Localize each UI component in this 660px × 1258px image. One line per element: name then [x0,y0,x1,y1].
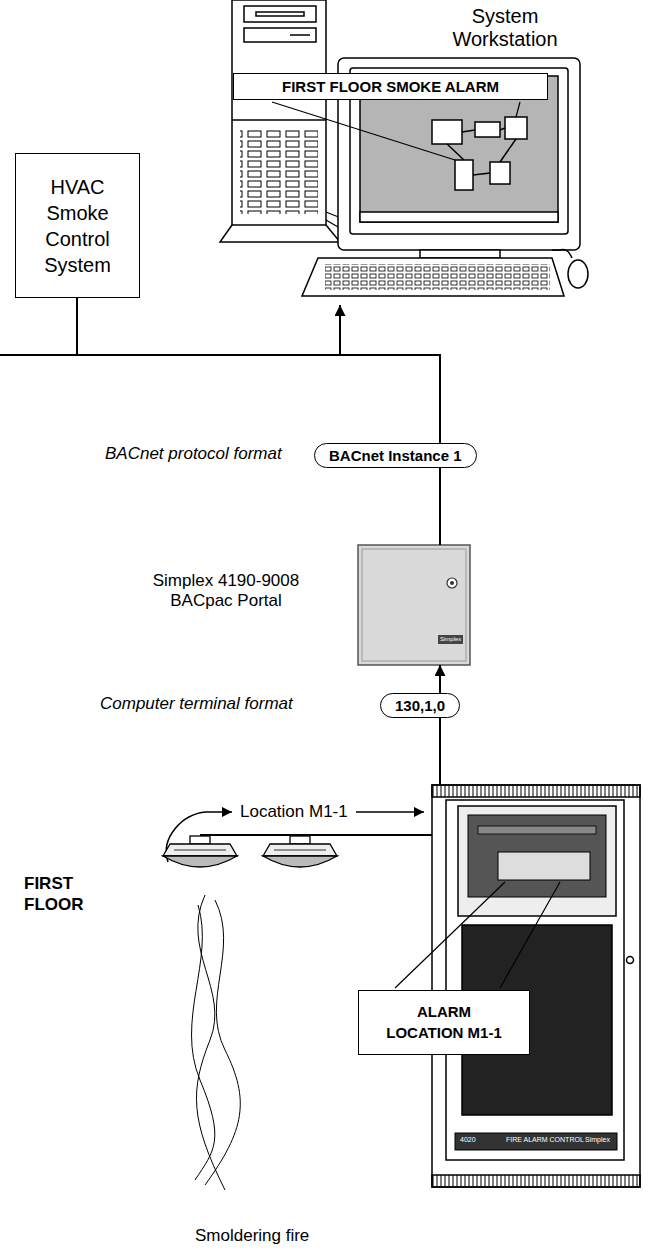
monitor [490,162,510,184]
network-bus [0,354,78,356]
monitor [360,212,558,222]
smoke-detector [263,844,337,856]
computer-tower [244,6,316,22]
fire-alarm-panel: 4020 FIRE ALARM CONTROLSimplex [432,785,640,1187]
computer-tower [244,28,316,42]
smoke-detector [290,836,310,844]
message-pill: 130,1,0 [380,693,460,718]
computer-tower [240,130,318,214]
workstation: System WorkstationFIRST FLOOR SMOKE ALAR… [228,0,595,305]
smoke-plume [192,905,215,1180]
mouse [568,260,588,288]
node-text: Simplex [438,635,463,644]
computer-tower [256,12,304,16]
network-line [77,298,340,355]
node-text: ALARM LOCATION M1-1 [379,1002,509,1043]
fire-alarm-panel [455,1133,617,1150]
smoke-detector [163,844,237,856]
smoke-detector [174,850,226,851]
keyboard [325,264,550,290]
signal-arrow [356,811,424,813]
node-text: FIRST FLOOR SMOKE ALARM [282,78,499,95]
monitor [420,250,500,258]
portal-cabinet [362,549,466,661]
mouse [552,250,572,259]
floor-label: FIRST FLOOR [24,873,104,916]
mouse [552,250,588,289]
leader-line [272,102,520,160]
node-text: Simplex 4190-9008 BACpac Portal [126,571,326,612]
keyboard [302,258,564,296]
monitor [455,160,473,190]
leader-line [272,102,455,160]
fire-alarm-panel [478,826,596,834]
system-box: HVAC Smoke Control System [15,153,140,298]
portal-cabinet [358,545,470,665]
smoke-plume [196,895,225,1190]
message-pill: BACnet Instance 1 [314,443,477,468]
portal-cabinet [358,545,470,665]
node-text: Simplex [585,1136,610,1144]
fire-alarm-panel [627,957,634,964]
fire-alarm-panel [432,785,640,1187]
fire-alarm-panel [446,800,624,1160]
callout-box: ALARM LOCATION M1-1 [358,990,530,1055]
computer-tower [232,224,326,226]
leader-line [516,102,520,117]
computer-tower [220,0,340,242]
computer-tower [232,119,326,121]
fire-alarm-panel [432,785,640,797]
node-text: System Workstation [435,5,575,51]
monitor [432,120,462,144]
smoke-detector [163,856,237,867]
fire-alarm-panel [458,806,616,916]
fire-alarm-panel [498,852,590,880]
smoke-detector [263,856,337,867]
smoke-detector [190,836,210,844]
format-label: BACnet protocol format [105,444,282,464]
monitor [475,122,500,137]
leader-line [395,882,505,988]
fire-alarm-panel [432,1175,640,1187]
callout-box: FIRST FLOOR SMOKE ALARM [233,73,548,100]
leader-line [395,882,560,988]
fire-alarm-panel [468,815,606,897]
portal: Simplex 4190-9008 BACpac PortalSimplex [358,545,470,665]
portal-cabinet [450,581,454,585]
smoke-detector [263,836,337,867]
smoke-plume [192,895,241,1190]
location-label: Location M1-1 [240,802,348,822]
detector-wire [200,834,432,836]
monitor [447,128,516,175]
node-text: FIRE ALARM CONTROL [506,1136,584,1144]
node-text: 4020 [460,1136,476,1144]
keyboard [302,258,564,296]
smoke-detector [274,850,326,851]
portal-cabinet [447,578,457,588]
computer-tower [290,34,310,36]
fire-alarm-panel [432,785,640,1187]
format-label: Computer terminal format [100,694,293,714]
node-text: HVAC Smoke Control System [28,174,128,278]
network-line [340,305,440,545]
network-line [439,665,441,785]
smoke-detector [163,836,237,867]
caption-label: Smoldering fire [195,1226,309,1246]
smoke-plume [205,900,240,1185]
leader-line [500,882,560,988]
monitor [505,117,527,139]
computer-tower [220,0,340,242]
